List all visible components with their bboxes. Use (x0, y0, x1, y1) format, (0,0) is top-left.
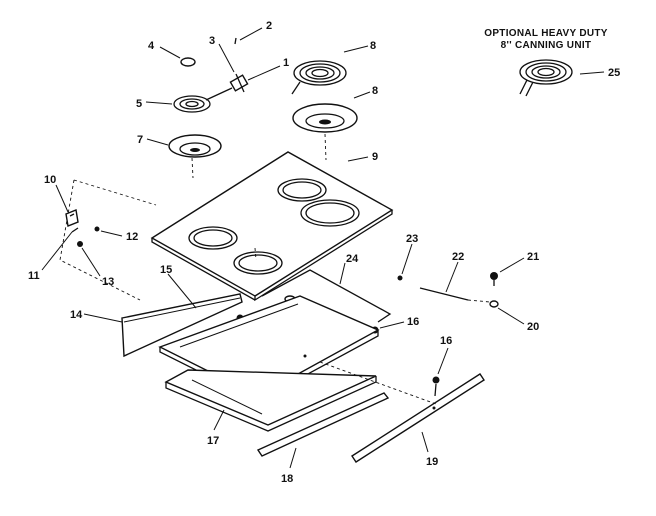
callout-19: 19 (426, 456, 438, 468)
leader-8-bowl (353, 91, 371, 99)
part-9-cooktop-panel (150, 151, 394, 302)
callout-5: 5 (136, 98, 142, 110)
leader-12 (100, 230, 123, 237)
callout-4: 4 (148, 40, 155, 52)
part-4-cap (180, 57, 196, 67)
callout-17: 17 (207, 435, 219, 447)
callout-2: 2 (266, 20, 272, 32)
part-12-screw (94, 226, 100, 232)
leader-19 (421, 431, 429, 453)
leader-10 (55, 184, 69, 213)
part-20-washer (489, 300, 499, 308)
leader-13 (81, 247, 101, 277)
callout-13: 13 (102, 276, 114, 288)
part-8-large-element (291, 60, 347, 95)
callout-21: 21 (527, 251, 539, 263)
callout-20: 20 (527, 321, 539, 333)
canning-unit-element (519, 59, 573, 97)
leader-15 (167, 273, 197, 309)
part-10-bracket (65, 209, 79, 227)
leader-8-element (343, 45, 369, 53)
callout-16-right: 16 (407, 316, 419, 328)
callout-14: 14 (70, 309, 83, 321)
leader-2 (239, 27, 263, 41)
callout-23: 23 (406, 233, 418, 245)
part-7-small-drip-bowl (168, 134, 222, 158)
callout-12: 12 (126, 231, 138, 243)
leader-22 (445, 261, 459, 293)
leader-23 (401, 243, 413, 275)
leader-14 (83, 313, 123, 323)
part-16-screw-bottom (432, 376, 440, 397)
alignment-line-9 (254, 247, 257, 261)
part-18-rail (256, 392, 390, 457)
part-11-clip (71, 227, 79, 233)
leader-3 (218, 43, 235, 73)
alignment-line-19 (319, 361, 437, 405)
part-3-receptacle (229, 73, 249, 93)
callout-3: 3 (209, 35, 215, 47)
callout-15: 15 (160, 264, 172, 276)
leader-9 (347, 156, 369, 162)
leader-20 (497, 307, 525, 325)
part-19-rail (351, 373, 485, 463)
part-21-knob (490, 272, 498, 286)
part-5-small-element (173, 87, 233, 113)
callout-8-bowl: 8 (372, 85, 378, 97)
leader-1 (247, 65, 281, 81)
part-22-rod (419, 287, 469, 301)
leader-21 (499, 257, 525, 273)
callout-7: 7 (137, 134, 143, 146)
callout-22: 22 (452, 251, 464, 263)
header-line-1: OPTIONAL HEAVY DUTY (484, 28, 608, 39)
leader-7 (146, 138, 169, 146)
alignment-line-7 (191, 157, 194, 179)
part-2-screw (234, 37, 237, 45)
callout-10: 10 (44, 174, 56, 186)
callout-16-bottom: 16 (440, 335, 452, 347)
callout-24: 24 (346, 253, 359, 265)
leader-11 (41, 231, 73, 271)
callout-18: 18 (281, 473, 293, 485)
callout-11: 11 (28, 270, 40, 282)
alignment-line-8 (324, 133, 327, 161)
leader-17 (213, 409, 225, 431)
leader-16-right (379, 321, 405, 329)
callout-1: 1 (283, 57, 289, 69)
leader-25 (579, 71, 605, 75)
leader-5 (145, 101, 173, 105)
callout-25: 25 (608, 67, 620, 79)
leader-16-bottom (437, 347, 449, 375)
alignment-line-20 (467, 299, 491, 303)
callout-9: 9 (372, 151, 378, 163)
part-13-nut (77, 241, 83, 247)
part-23-pin (397, 275, 403, 281)
leader-24 (339, 262, 346, 285)
bracket-dash-outline (59, 179, 157, 301)
header-line-2: 8'' CANNING UNIT (501, 40, 592, 51)
leader-4 (159, 46, 181, 59)
part-14-front-rail (121, 293, 243, 358)
part-17-lower-frame (164, 369, 377, 432)
part-8-large-drip-bowl (292, 103, 358, 133)
leader-18 (289, 447, 297, 469)
callout-8-element: 8 (370, 40, 376, 52)
